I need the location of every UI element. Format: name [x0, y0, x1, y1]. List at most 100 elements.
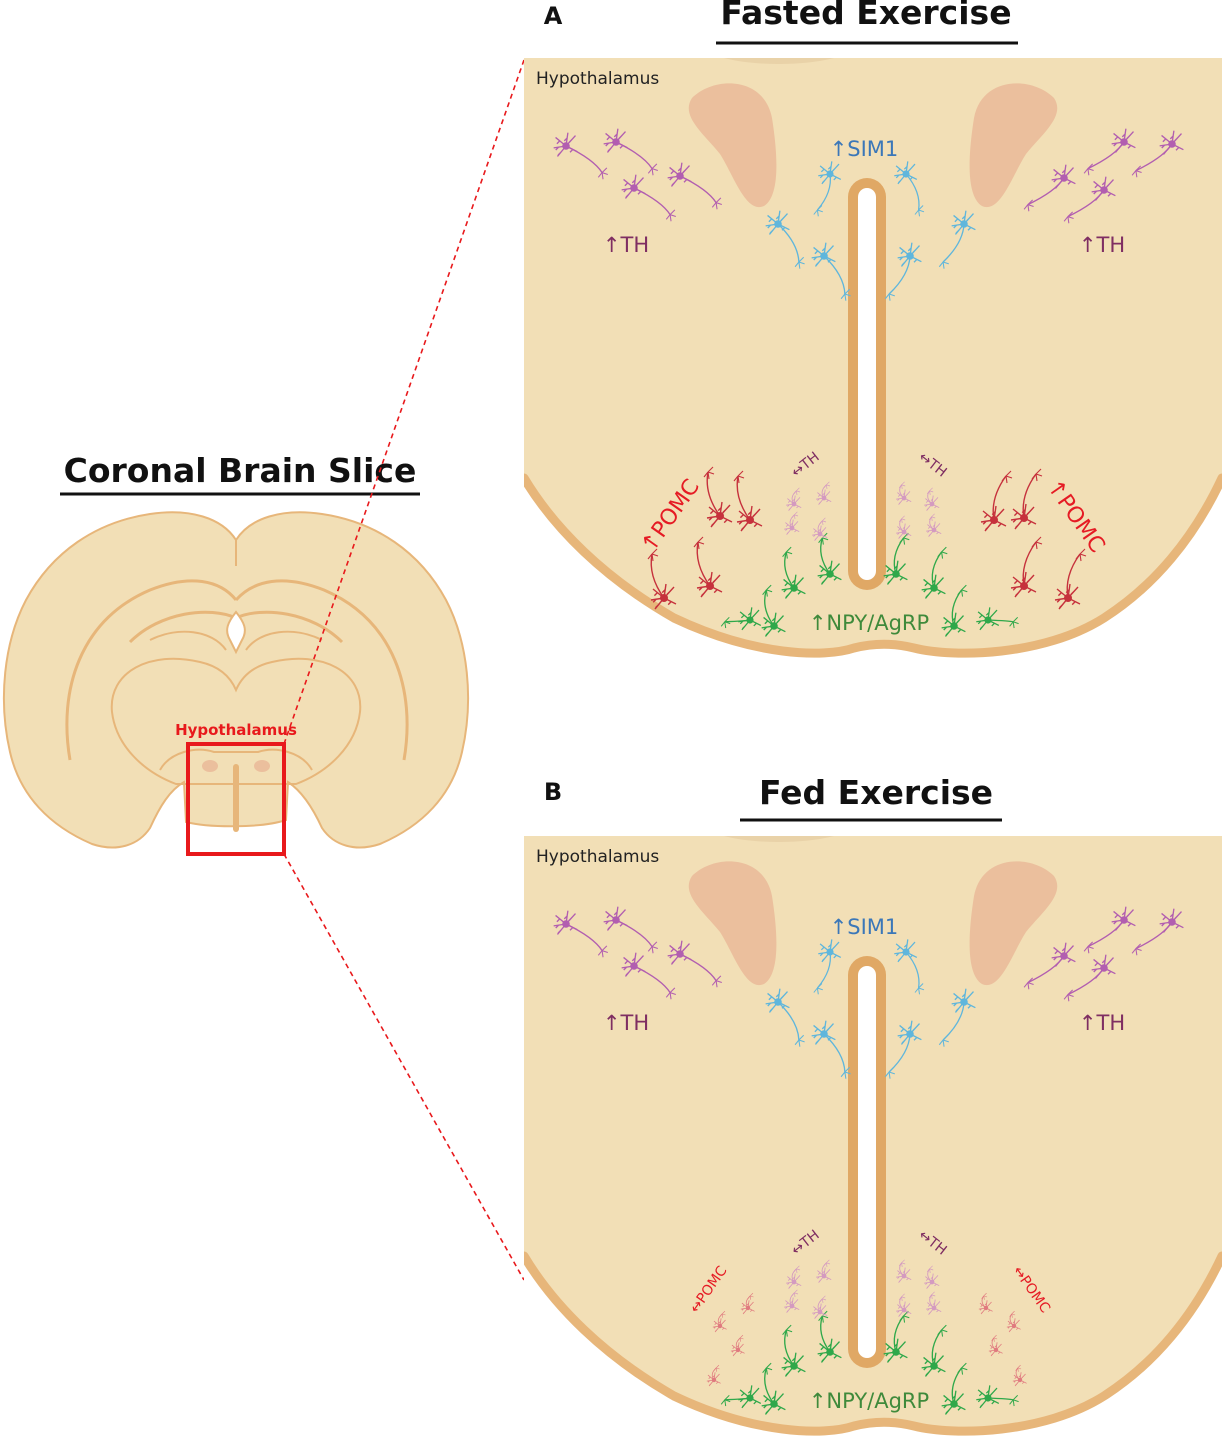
th-small-neuron	[812, 517, 828, 541]
sim1-neuron	[811, 242, 851, 301]
panel-title: Fed Exercise	[759, 773, 993, 812]
region-label: Hypothalamus	[536, 847, 659, 867]
sim1-neuron	[938, 210, 976, 269]
sim1-neuron	[894, 939, 925, 995]
th-small-neuron	[896, 481, 912, 505]
th-small-neuron	[896, 1259, 912, 1283]
coronal-brain-slice: Coronal Brain Slice Hypothalamus	[2, 451, 470, 856]
panel-fed-exercise: B Fed Exercise Hypothalamus↑SIM1↑TH↑TH↔T…	[524, 773, 1222, 1448]
internal-capsule-left	[149, 630, 227, 651]
pomc-neuron	[733, 470, 763, 532]
pomc-neuron	[1012, 1364, 1027, 1387]
th-small-neuron	[786, 487, 802, 511]
npy-agrp-neuron	[883, 1310, 910, 1363]
th-neuron	[1063, 176, 1116, 224]
small-nucleus-left	[202, 760, 218, 772]
pomc-neuron	[712, 1310, 727, 1333]
pomc-neuron	[730, 1334, 745, 1357]
nucleus-right	[969, 861, 1058, 986]
zoom-line-bottom	[283, 853, 525, 1281]
sim1-neuron	[811, 1020, 851, 1079]
sim1-neuron	[894, 161, 925, 217]
th-neuron	[667, 940, 722, 988]
th-neuron	[621, 952, 676, 1000]
sim1-neuron	[884, 1020, 922, 1079]
neuron-clusters	[553, 128, 1184, 637]
th-neuron	[1131, 908, 1184, 956]
hypothalamus-outline	[159, 748, 313, 771]
th-small-neuron	[816, 1259, 832, 1283]
sim1-neuron	[813, 939, 842, 995]
top-band	[724, 836, 834, 842]
th-neuron	[553, 132, 608, 180]
pomc-neuron	[693, 536, 723, 598]
pomc-neuron	[980, 470, 1013, 532]
pomc-neuron	[988, 1334, 1003, 1357]
pomc-neuron	[647, 548, 677, 610]
th-label-left: ↑TH	[603, 233, 649, 257]
outside-region	[524, 478, 1222, 670]
th-neuron	[603, 906, 658, 954]
npy-agrp-neuron	[761, 584, 786, 637]
top-band	[724, 58, 834, 64]
pomc-neuron	[1010, 536, 1043, 598]
small-nucleus-right	[254, 760, 270, 772]
npy-agrp-neuron	[921, 546, 948, 599]
nucleus-left	[688, 861, 777, 986]
brain-slice-title: Coronal Brain Slice	[64, 451, 417, 490]
th-small-neuron	[896, 1293, 912, 1317]
th-neuron	[1083, 128, 1136, 176]
panel-letter: B	[544, 778, 562, 806]
th-small-neuron	[926, 513, 942, 537]
lateral-ventricle	[226, 610, 246, 655]
npy-agrp-neuron	[720, 607, 762, 631]
th-small-neuron	[784, 1289, 800, 1313]
cortex-arc-left	[65, 579, 238, 761]
th-neuron	[1023, 942, 1076, 990]
sim1-label: ↑SIM1	[830, 137, 899, 161]
panel-title: Fasted Exercise	[720, 0, 1011, 32]
tissue-boundary	[524, 473, 1222, 658]
pomc-neuron	[978, 1292, 993, 1315]
panel-letter: A	[544, 2, 563, 30]
pomc-neuron	[740, 1292, 755, 1315]
pomc-neuron	[1010, 468, 1043, 530]
npy-agrp-neuron	[817, 1310, 842, 1363]
cortex-arc-right	[234, 579, 409, 761]
npy-agrp-neuron	[761, 1362, 786, 1415]
npy-agrp-neuron	[976, 607, 1019, 631]
hypothalamus-highlight-box	[186, 742, 286, 856]
th-neuron	[1131, 130, 1184, 178]
pomc-neuron	[703, 466, 733, 528]
npy-agrp-neuron	[883, 532, 910, 585]
th-small-neuron	[786, 1265, 802, 1289]
sim1-label: ↑SIM1	[830, 915, 899, 939]
npy-agrp-neuron	[921, 1324, 948, 1377]
panel-tissue-area: Hypothalamus↑SIM1↑TH↑TH↔TH↔TH↑NPY/AgRP↔P…	[524, 836, 1222, 1448]
th-neuron	[667, 162, 722, 210]
tissue-boundary	[524, 1251, 1222, 1436]
npy-agrp-neuron	[941, 1362, 968, 1415]
outside-region	[524, 1256, 1222, 1448]
third-ventricle-lumen	[858, 188, 876, 580]
th-small-neuron	[924, 1265, 940, 1289]
th-neuron	[603, 128, 658, 176]
npy-agrp-neuron	[976, 1385, 1019, 1409]
internal-capsule-right	[245, 630, 323, 651]
hypothalamus-zoom-panel: Hypothalamus↑SIM1↑TH↑TH↔TH↔TH↑NPY/AgRP↑P…	[524, 58, 1222, 670]
pomc-neuron	[1054, 548, 1087, 610]
th-small-neuron	[816, 481, 832, 505]
th-label-right: ↑TH	[1079, 233, 1125, 257]
th-small-neuron	[924, 487, 940, 511]
th-neuron	[553, 910, 608, 958]
pomc-neuron	[706, 1364, 721, 1387]
npy-agrp-label: ↑NPY/AgRP	[809, 611, 929, 635]
panel-tissue-area: Hypothalamus↑SIM1↑TH↑TH↔TH↔TH↑NPY/AgRP↑P…	[524, 58, 1222, 670]
hypothalamus-red-label: Hypothalamus	[175, 721, 297, 739]
th-neuron	[1083, 906, 1136, 954]
th-neuron	[621, 174, 676, 222]
th-small-neuron	[926, 1291, 942, 1315]
sim1-neuron	[813, 161, 842, 217]
third-ventricle-small	[233, 764, 239, 832]
